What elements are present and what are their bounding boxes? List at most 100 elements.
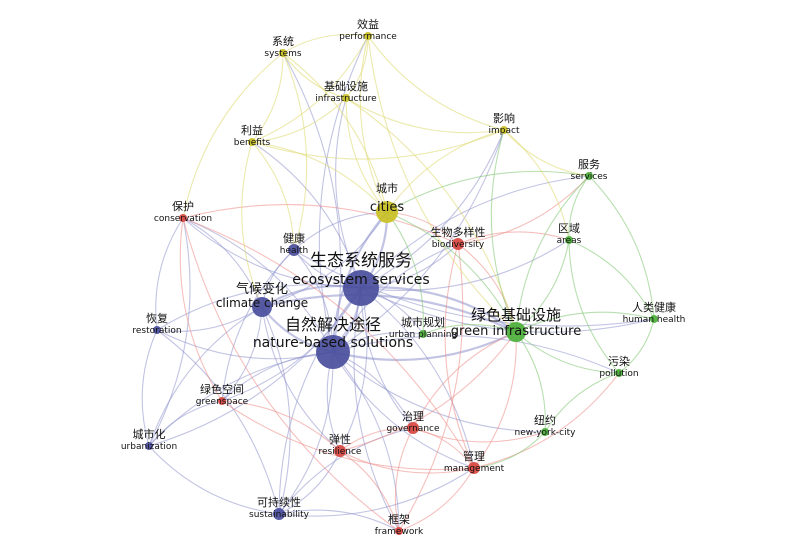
edge-areas-pollution xyxy=(568,239,620,374)
label-zh-impact: 影响 xyxy=(493,112,515,125)
edge-ecosystem-urbanization xyxy=(148,287,362,447)
label-en-greenspace: greenspace xyxy=(196,397,249,407)
edge-nbs-biodiversity xyxy=(332,243,459,353)
edge-urbanplanning-cities xyxy=(386,211,424,335)
edge-climate-sustainability xyxy=(261,306,291,515)
edge-benefits-climate xyxy=(241,141,263,308)
node-biodiversity[interactable] xyxy=(452,238,464,250)
node-nbs[interactable] xyxy=(316,335,350,369)
edge-biodiversity-services xyxy=(457,175,590,245)
edge-management-biodiversity xyxy=(444,243,475,469)
label-zh-governance: 治理 xyxy=(402,409,424,423)
edge-sustainability-management xyxy=(278,467,475,517)
label-en-performance: performance xyxy=(339,32,397,42)
label-zh-management: 管理 xyxy=(463,449,485,463)
label-zh-health: 健康 xyxy=(283,231,305,245)
edge-services-cities xyxy=(386,170,590,213)
label-en-humanhealth: human health xyxy=(623,315,686,325)
edge-biodiversity-framework xyxy=(398,243,464,532)
node-newyork[interactable] xyxy=(541,428,549,436)
node-performance[interactable] xyxy=(364,32,372,40)
node-pollution[interactable] xyxy=(615,369,623,377)
label-en-sustainability: sustainability xyxy=(249,510,310,520)
node-health[interactable] xyxy=(288,244,300,256)
node-systems[interactable] xyxy=(279,49,287,57)
node-greenspace[interactable] xyxy=(218,397,226,405)
label-zh-cities: 城市 xyxy=(376,181,398,195)
label-zh-areas: 区域 xyxy=(558,222,580,235)
edge-nbs-management xyxy=(332,351,475,469)
edge-resilience-framework xyxy=(339,450,400,532)
edge-health-cities xyxy=(293,211,388,251)
node-benefits[interactable] xyxy=(248,138,256,146)
edge-governance-management xyxy=(412,427,475,469)
node-urbanization[interactable] xyxy=(145,442,153,450)
label-zh-conservation: 保护 xyxy=(172,199,194,213)
edge-climate-conservation xyxy=(182,217,263,308)
label-en-conservation: conservation xyxy=(154,214,212,224)
edge-performance-benefits xyxy=(251,35,369,143)
label-zh-infrastructure: 基础设施 xyxy=(324,80,368,93)
edge-climate-greeninfra xyxy=(261,293,517,333)
edge-conservation-framework xyxy=(182,217,400,532)
edge-systems-benefits xyxy=(251,52,284,143)
label-en-urbanplanning: urban planning xyxy=(389,330,457,340)
label-zh-nbs: 自然解决途径 xyxy=(285,315,381,334)
node-greeninfra[interactable] xyxy=(506,322,526,342)
edge-governance-greeninfra xyxy=(412,331,517,429)
edge-ecosystem-benefits xyxy=(251,141,362,289)
edge-management-pollution xyxy=(473,372,620,469)
label-en-nbs: nature-based solutions xyxy=(253,335,413,351)
node-impact[interactable] xyxy=(500,126,508,134)
edge-infrastructure-impact xyxy=(345,97,505,134)
edge-climate-greenspace xyxy=(221,306,263,402)
edge-conservation-biodiversity xyxy=(182,204,459,245)
edge-cities-systems xyxy=(282,52,388,213)
label-zh-climate: 气候变化 xyxy=(236,281,288,297)
node-governance[interactable] xyxy=(407,422,419,434)
edge-ecosystem-conservation xyxy=(182,217,362,289)
label-en-restoration: restoration xyxy=(132,326,181,336)
node-restoration[interactable] xyxy=(153,326,161,334)
edge-greeninfra-areas xyxy=(515,239,570,333)
edge-health-humanhealth xyxy=(293,249,655,327)
edge-health-greenspace xyxy=(221,249,295,402)
edge-urbanization-greenspace xyxy=(148,400,223,447)
node-sustainability[interactable] xyxy=(273,508,285,520)
node-infrastructure[interactable] xyxy=(342,94,350,102)
label-zh-systems: 系统 xyxy=(272,35,294,48)
label-en-greeninfra: green infrastructure xyxy=(451,324,581,339)
edge-greeninfra-humanhealth xyxy=(515,311,655,333)
edge-ecosystem-impact xyxy=(360,129,505,289)
label-zh-pollution: 污染 xyxy=(608,354,630,368)
node-conservation[interactable] xyxy=(179,214,187,222)
node-climate[interactable] xyxy=(252,297,272,317)
edge-restoration-urbanization xyxy=(141,329,158,447)
edge-services-areas xyxy=(568,175,590,241)
edge-ecosystem-greeninfra xyxy=(360,286,517,333)
edge-urbanization-conservation xyxy=(148,217,191,447)
node-framework[interactable] xyxy=(395,527,403,535)
edge-cities-impact xyxy=(386,129,505,213)
edge-ecosystem-framework xyxy=(353,287,400,532)
edge-performance-greeninfra xyxy=(367,35,517,333)
edge-nbs-pollution xyxy=(332,335,620,374)
node-humanhealth[interactable] xyxy=(650,315,658,323)
edge-newyork-management xyxy=(473,431,546,469)
edge-ecosystem-sustainability xyxy=(278,287,362,515)
node-management[interactable] xyxy=(468,462,480,474)
node-cities[interactable] xyxy=(376,201,398,223)
edge-benefits-impact xyxy=(251,129,505,160)
label-en-climate: climate change xyxy=(216,296,308,310)
edge-governance-newyork xyxy=(412,427,546,443)
edge-resilience-greeninfra xyxy=(339,331,517,452)
node-services[interactable] xyxy=(585,172,593,180)
node-areas[interactable] xyxy=(565,236,573,244)
label-en-newyork: new-york-city xyxy=(515,428,577,438)
node-ecosystem[interactable] xyxy=(343,270,379,306)
node-resilience[interactable] xyxy=(334,445,346,457)
node-urbanplanning[interactable] xyxy=(419,330,427,338)
edge-conservation-management xyxy=(182,217,475,469)
edge-greenspace-management xyxy=(221,400,475,471)
